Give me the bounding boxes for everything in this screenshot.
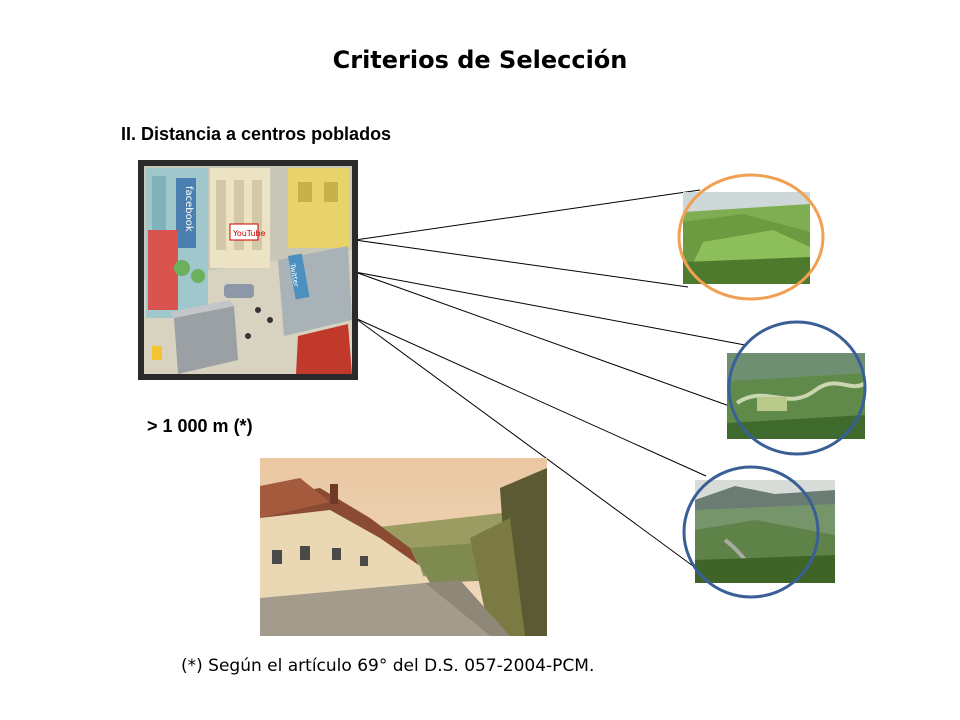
landscape-ring-3 bbox=[682, 465, 820, 599]
village-street-photo bbox=[260, 458, 547, 636]
city-illustration: facebook YouTube Twitter bbox=[138, 160, 358, 380]
footnote: (*) Según el artículo 69° del D.S. 057-2… bbox=[181, 656, 595, 676]
youtube-sign: YouTube bbox=[232, 229, 266, 238]
mountain-valley-landscape bbox=[695, 480, 835, 583]
connector-line-6 bbox=[354, 317, 709, 578]
connector-line-1 bbox=[354, 189, 701, 241]
connector-line-3 bbox=[354, 271, 746, 346]
connector-line-4 bbox=[354, 271, 736, 409]
landscape-ring-1 bbox=[677, 173, 825, 301]
slide-title: Criterios de Selección bbox=[332, 46, 628, 74]
connector-line-5 bbox=[354, 317, 707, 477]
distance-label: > 1 000 m (*) bbox=[147, 416, 253, 436]
landscape-ring-2 bbox=[727, 320, 867, 456]
river-valley-landscape bbox=[727, 353, 865, 439]
ring-blue-2 bbox=[682, 465, 820, 599]
green-hills-landscape bbox=[683, 192, 810, 284]
section-heading: II. Distancia a centros poblados bbox=[121, 124, 392, 144]
connector-line-2 bbox=[354, 239, 689, 288]
facebook-sign: facebook bbox=[183, 186, 194, 232]
ring-blue-1 bbox=[727, 320, 867, 456]
ring-orange bbox=[677, 173, 825, 301]
